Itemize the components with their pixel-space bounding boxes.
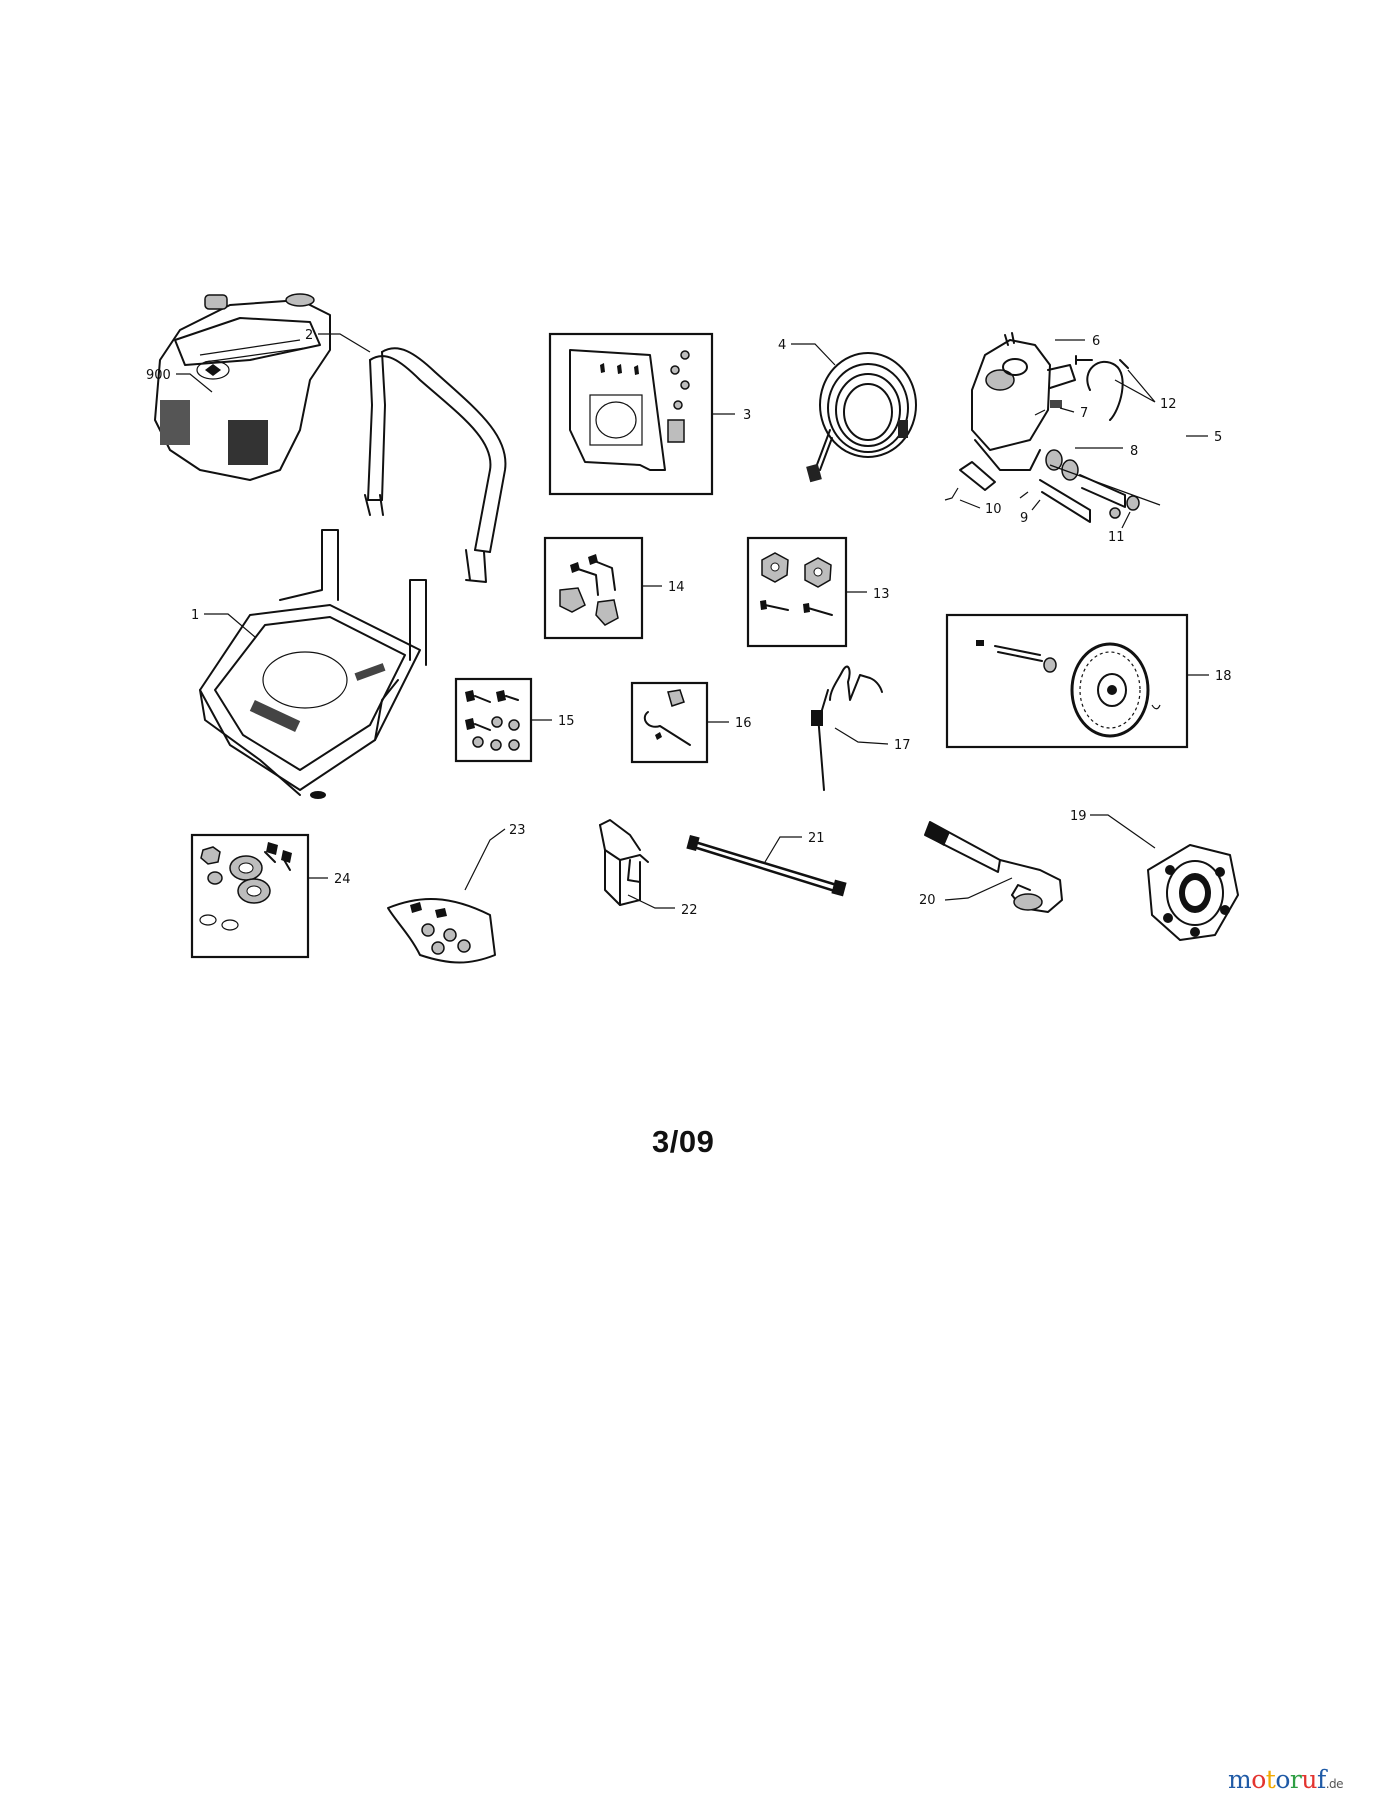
callout-5: 5 xyxy=(1214,430,1222,445)
leader-1 xyxy=(204,613,256,638)
pin-part-16 xyxy=(643,689,691,746)
callout-18: 18 xyxy=(1215,669,1232,684)
leader-900 xyxy=(176,373,213,393)
leader-12 xyxy=(1114,369,1156,403)
callout-12: 12 xyxy=(1160,397,1177,412)
leader-17 xyxy=(834,727,889,745)
box-part-18 xyxy=(945,613,1189,749)
callout-3: 3 xyxy=(743,408,751,423)
reel-part-19 xyxy=(1147,844,1239,941)
callout-16: 16 xyxy=(735,716,752,731)
callout-19: 19 xyxy=(1070,809,1087,824)
spray-gun-part-20 xyxy=(924,821,1063,913)
callout-15: 15 xyxy=(558,714,575,729)
callout-24: 24 xyxy=(334,872,351,887)
callout-23: 23 xyxy=(509,823,526,838)
leader-22 xyxy=(627,894,675,909)
wheel-part-18 xyxy=(976,640,1161,738)
callout-7: 7 xyxy=(1080,406,1088,421)
watermark-letter: f xyxy=(1316,1765,1326,1794)
leader-21 xyxy=(764,836,802,863)
callout-11: 11 xyxy=(1108,530,1125,545)
bushings-part-24 xyxy=(199,842,292,931)
bolts-part-14 xyxy=(559,554,619,626)
holder-part-22 xyxy=(599,819,649,906)
leader-2 xyxy=(318,333,371,353)
watermark-letter: t xyxy=(1265,1765,1276,1794)
watermark-letter: r xyxy=(1289,1765,1302,1794)
hardware-bag-part-23 xyxy=(387,897,496,964)
leader-10 xyxy=(959,499,981,509)
leader-23 xyxy=(464,828,506,891)
leader-19 xyxy=(1090,814,1156,849)
callout-10: 10 xyxy=(985,502,1002,517)
callout-4: 4 xyxy=(778,338,786,353)
leader-4 xyxy=(791,343,836,366)
leader-11 xyxy=(1121,511,1131,529)
box-part-14 xyxy=(543,536,644,640)
callout-22: 22 xyxy=(681,903,698,918)
callout-21: 21 xyxy=(808,831,825,846)
callout-9: 9 xyxy=(1020,511,1028,526)
pump-part-5 xyxy=(944,332,1161,523)
callout-13: 13 xyxy=(873,587,890,602)
callout-8: 8 xyxy=(1130,444,1138,459)
watermark-text: motoruf xyxy=(1228,1765,1326,1794)
knobs-part-13 xyxy=(760,552,833,616)
leader-7 xyxy=(1059,407,1075,413)
watermark-logo: motoruf.de xyxy=(1228,1765,1344,1794)
box-part-13 xyxy=(746,536,848,648)
watermark-letter: u xyxy=(1301,1765,1317,1794)
callout-14: 14 xyxy=(668,580,685,595)
lance-part-17 xyxy=(811,665,883,791)
callout-6: 6 xyxy=(1092,334,1100,349)
callout-20: 20 xyxy=(919,893,936,908)
watermark-suffix: .de xyxy=(1325,1777,1344,1791)
fasteners-part-15 xyxy=(465,690,520,751)
handle-part-2 xyxy=(364,347,507,583)
watermark-letter: o xyxy=(1251,1765,1266,1794)
watermark-letter: o xyxy=(1275,1765,1290,1794)
callout-17: 17 xyxy=(894,738,911,753)
callout-900: 900 xyxy=(146,368,171,383)
leader-9 xyxy=(1031,499,1041,511)
callout-2: 2 xyxy=(305,328,313,343)
hose-part-4 xyxy=(806,352,917,483)
callout-1: 1 xyxy=(191,608,199,623)
wand-part-21 xyxy=(686,834,847,897)
leader-20 xyxy=(944,877,1013,901)
frame-part-1 xyxy=(199,529,427,799)
revision-date-label: 3/09 xyxy=(652,1124,715,1159)
bracket-part-3 xyxy=(569,349,690,471)
box-part-24 xyxy=(190,833,310,959)
engine-part-900 xyxy=(154,293,331,481)
watermark-letter: m xyxy=(1228,1765,1252,1794)
